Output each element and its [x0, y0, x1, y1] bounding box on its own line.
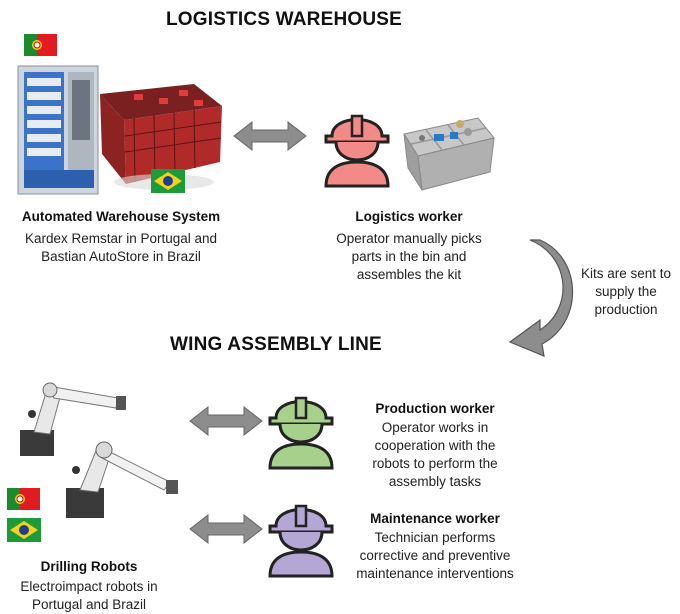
desc-line: cooperation with the	[374, 438, 496, 453]
desc-line: Electroimpact robots in	[20, 579, 158, 594]
automated-warehouse-icon	[17, 65, 222, 195]
portugal-flag-icon	[7, 488, 40, 510]
desc-line: Kardex Remstar in Portugal and	[24, 231, 218, 246]
desc-line: Portugal and Brazil	[31, 597, 147, 612]
desc-line: production	[594, 302, 658, 317]
production-worker-desc: Operator works in cooperation with the r…	[340, 419, 530, 491]
maintenance-worker-desc: Technician performs corrective and preve…	[334, 529, 536, 583]
maintenance-worker-title: Maintenance worker	[370, 511, 500, 526]
desc-line: parts in the bin and	[351, 249, 467, 264]
production-worker-title: Production worker	[375, 401, 495, 416]
double-arrow-icon	[189, 405, 263, 437]
maintenance-worker-icon	[268, 504, 334, 578]
logistics-worker-title: Logistics worker	[355, 209, 463, 224]
desc-line: robots to perform the	[372, 456, 498, 471]
drilling-robots-icon	[20, 382, 178, 518]
production-worker-icon	[268, 396, 334, 470]
logistics-heading: LOGISTICS WAREHOUSE	[166, 9, 403, 30]
desc-line: Operator works in	[381, 420, 489, 435]
drilling-robots-desc: Electroimpact robots in Portugal and Bra…	[0, 578, 178, 614]
parts-bin-icon	[403, 117, 495, 191]
brazil-flag-icon	[7, 518, 41, 542]
curved-arrow-icon	[508, 239, 574, 357]
desc-line: Operator manually picks	[336, 231, 482, 246]
warehouse-system-title: Automated Warehouse System	[21, 209, 221, 224]
desc-line: assembly tasks	[388, 474, 482, 489]
desc-line: maintenance interventions	[356, 566, 514, 581]
desc-line: supply the	[595, 284, 657, 299]
portugal-flag-icon	[24, 34, 57, 56]
desc-line: assembles the kit	[356, 267, 462, 282]
flow-note: Kits are sent to supply the production	[570, 265, 680, 319]
desc-line: Technician performs	[374, 530, 496, 545]
logistics-worker-desc: Operator manually picks parts in the bin…	[300, 230, 518, 284]
brazil-flag-icon	[151, 169, 185, 193]
desc-line: corrective and preventive	[359, 548, 511, 563]
double-arrow-icon	[189, 513, 263, 545]
warehouse-system-desc: Kardex Remstar in Portugal and Bastian A…	[10, 230, 232, 266]
logistics-worker-icon	[324, 114, 390, 188]
desc-line: Kits are sent to	[580, 266, 672, 281]
double-arrow-icon	[233, 120, 307, 152]
desc-line: Bastian AutoStore in Brazil	[41, 249, 201, 264]
assembly-heading: WING ASSEMBLY LINE	[170, 334, 382, 355]
drilling-robots-title: Drilling Robots	[40, 559, 138, 574]
